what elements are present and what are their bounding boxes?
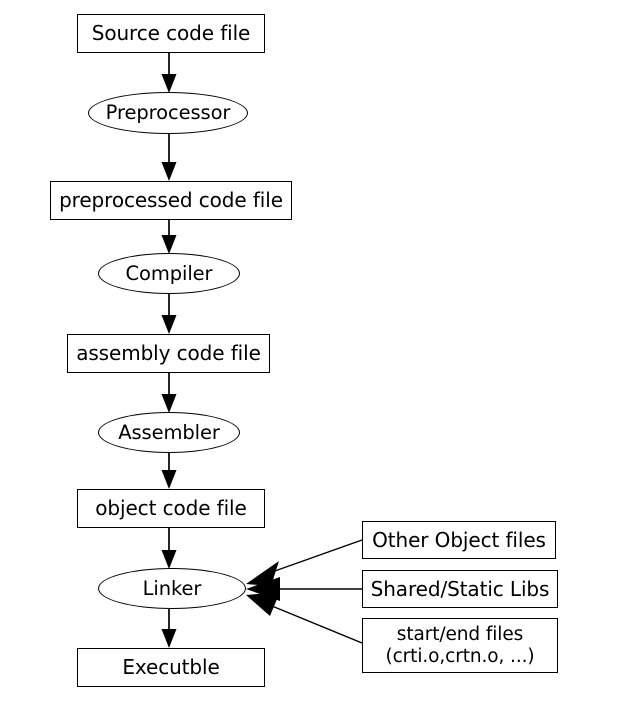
edge-other-object-files-to-linker — [246, 539, 363, 586]
node-preprocessed-code-file[interactable]: preprocessed code file — [50, 181, 292, 220]
edge-preprocessor-to-preprocessed — [161, 133, 177, 181]
node-label-assembler: Assembler — [118, 420, 220, 444]
node-label-start-end-files: start/end files (crti.o,crtn.o, ...) — [385, 623, 535, 667]
node-preprocessor[interactable]: Preprocessor — [88, 92, 248, 134]
edge-assembler-to-object — [161, 452, 177, 489]
edge-start-end-files-to-linker — [246, 592, 363, 644]
node-label-other-object-files: Other Object files — [372, 527, 546, 552]
node-label-linker: Linker — [142, 576, 202, 600]
edge-compiler-to-assembly — [161, 293, 177, 334]
node-label-preprocessor: Preprocessor — [105, 101, 231, 125]
node-other-object-files[interactable]: Other Object files — [362, 521, 556, 559]
edge-shared-static-libs-to-linker — [246, 577, 362, 601]
node-label-preprocessed-code-file: preprocessed code file — [59, 188, 283, 213]
node-start-end-files[interactable]: start/end files (crti.o,crtn.o, ...) — [362, 618, 558, 673]
edge-object-to-linker — [161, 528, 177, 569]
node-executable[interactable]: Executble — [77, 648, 265, 687]
node-label-compiler: Compiler — [125, 261, 213, 285]
node-source-code-file[interactable]: Source code file — [77, 14, 265, 53]
node-compiler[interactable]: Compiler — [98, 253, 240, 294]
edge-preprocessed-to-compiler — [161, 220, 177, 254]
edge-source-to-preprocessor — [161, 53, 177, 93]
node-label-shared-static-libs: Shared/Static Libs — [370, 576, 550, 601]
node-label-executable: Executble — [122, 655, 220, 680]
node-assembler[interactable]: Assembler — [98, 412, 240, 453]
node-object-code-file[interactable]: object code file — [77, 489, 265, 528]
node-linker[interactable]: Linker — [98, 568, 246, 609]
node-label-assembly-code-file: assembly code file — [76, 341, 261, 366]
node-assembly-code-file[interactable]: assembly code file — [67, 334, 270, 373]
node-shared-static-libs[interactable]: Shared/Static Libs — [362, 570, 558, 608]
node-label-object-code-file: object code file — [95, 496, 247, 521]
edge-assembly-to-assembler — [161, 373, 177, 413]
node-label-source-code-file: Source code file — [91, 21, 251, 46]
edge-linker-to-executable — [161, 609, 177, 648]
